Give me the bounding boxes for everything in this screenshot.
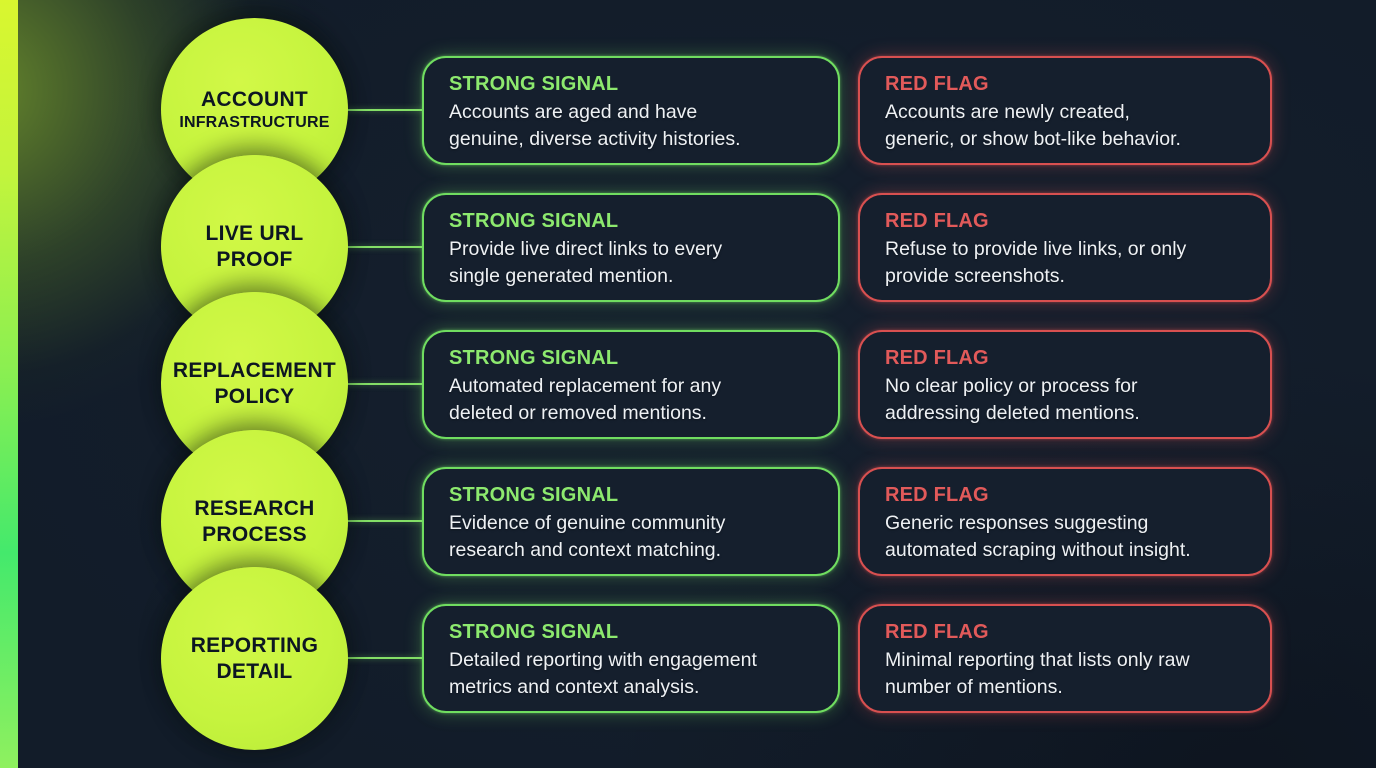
node-label-line: INFRASTRUCTURE xyxy=(179,113,330,131)
connector-line xyxy=(342,383,426,385)
node-label-line: REPLACEMENT xyxy=(172,358,337,382)
card-title: STRONG SIGNAL xyxy=(449,621,619,643)
red-flag-card: RED FLAG No clear policy or process for … xyxy=(858,330,1272,439)
red-flag-card: RED FLAG Refuse to provide live links, o… xyxy=(858,193,1272,302)
left-accent-stripe xyxy=(0,0,18,768)
card-text-line: automated scraping without insight. xyxy=(885,539,1191,561)
strong-signal-card: STRONG SIGNAL Automated replacement for … xyxy=(422,330,840,439)
card-text-line: Evidence of genuine community xyxy=(449,512,726,534)
node-label-line: DETAIL xyxy=(216,659,293,683)
connector-line xyxy=(342,520,426,522)
node-label-line: PROOF xyxy=(216,247,293,271)
card-title: STRONG SIGNAL xyxy=(449,210,619,232)
card-title: RED FLAG xyxy=(885,347,989,369)
card-text-line: research and context matching. xyxy=(449,539,722,561)
connector-line xyxy=(342,246,426,248)
card-text-line: addressing deleted mentions. xyxy=(885,402,1140,424)
strong-signal-card: STRONG SIGNAL Accounts are aged and have… xyxy=(422,56,840,165)
card-title: STRONG SIGNAL xyxy=(449,347,619,369)
node-label-line: RESEARCH xyxy=(194,496,315,520)
card-text-line: Accounts are aged and have xyxy=(449,101,698,123)
strong-signal-card: STRONG SIGNAL Detailed reporting with en… xyxy=(422,604,840,713)
card-text-line: Minimal reporting that lists only raw xyxy=(885,649,1190,671)
card-text-line: number of mentions. xyxy=(885,676,1063,698)
card-text-line: metrics and context analysis. xyxy=(449,676,700,698)
red-flag-card: RED FLAG Accounts are newly created, gen… xyxy=(858,56,1272,165)
card-text-line: Refuse to provide live links, or only xyxy=(885,238,1187,260)
card-text-line: Accounts are newly created, xyxy=(885,101,1130,123)
node-label-line: REPORTING xyxy=(190,633,319,657)
red-flag-card: RED FLAG Minimal reporting that lists on… xyxy=(858,604,1272,713)
card-text-line: deleted or removed mentions. xyxy=(449,402,707,424)
card-title: RED FLAG xyxy=(885,484,989,506)
connector-line xyxy=(342,657,426,659)
card-text-line: Detailed reporting with engagement xyxy=(449,649,757,671)
card-title: STRONG SIGNAL xyxy=(449,484,619,506)
card-title: RED FLAG xyxy=(885,73,989,95)
topic-node-reporting-detail: REPORTING DETAIL xyxy=(161,567,348,750)
card-title: RED FLAG xyxy=(885,621,989,643)
card-text-line: Generic responses suggesting xyxy=(885,512,1149,534)
node-label-line: LIVE URL xyxy=(205,221,304,245)
card-text-line: generic, or show bot-like behavior. xyxy=(885,128,1181,150)
card-title: STRONG SIGNAL xyxy=(449,73,619,95)
node-label-line: PROCESS xyxy=(202,522,307,546)
card-text-line: provide screenshots. xyxy=(885,265,1065,287)
card-text-line: Provide live direct links to every xyxy=(449,238,723,260)
card-text-line: Automated replacement for any xyxy=(449,375,722,397)
card-text-line: single generated mention. xyxy=(449,265,674,287)
red-flag-card: RED FLAG Generic responses suggesting au… xyxy=(858,467,1272,576)
node-label-line: POLICY xyxy=(214,384,295,408)
node-label-line: ACCOUNT xyxy=(200,87,309,111)
strong-signal-card: STRONG SIGNAL Evidence of genuine commun… xyxy=(422,467,840,576)
strong-signal-card: STRONG SIGNAL Provide live direct links … xyxy=(422,193,840,302)
connector-line xyxy=(342,109,426,111)
card-text-line: No clear policy or process for xyxy=(885,375,1138,397)
card-title: RED FLAG xyxy=(885,210,989,232)
card-text-line: genuine, diverse activity histories. xyxy=(449,128,741,150)
